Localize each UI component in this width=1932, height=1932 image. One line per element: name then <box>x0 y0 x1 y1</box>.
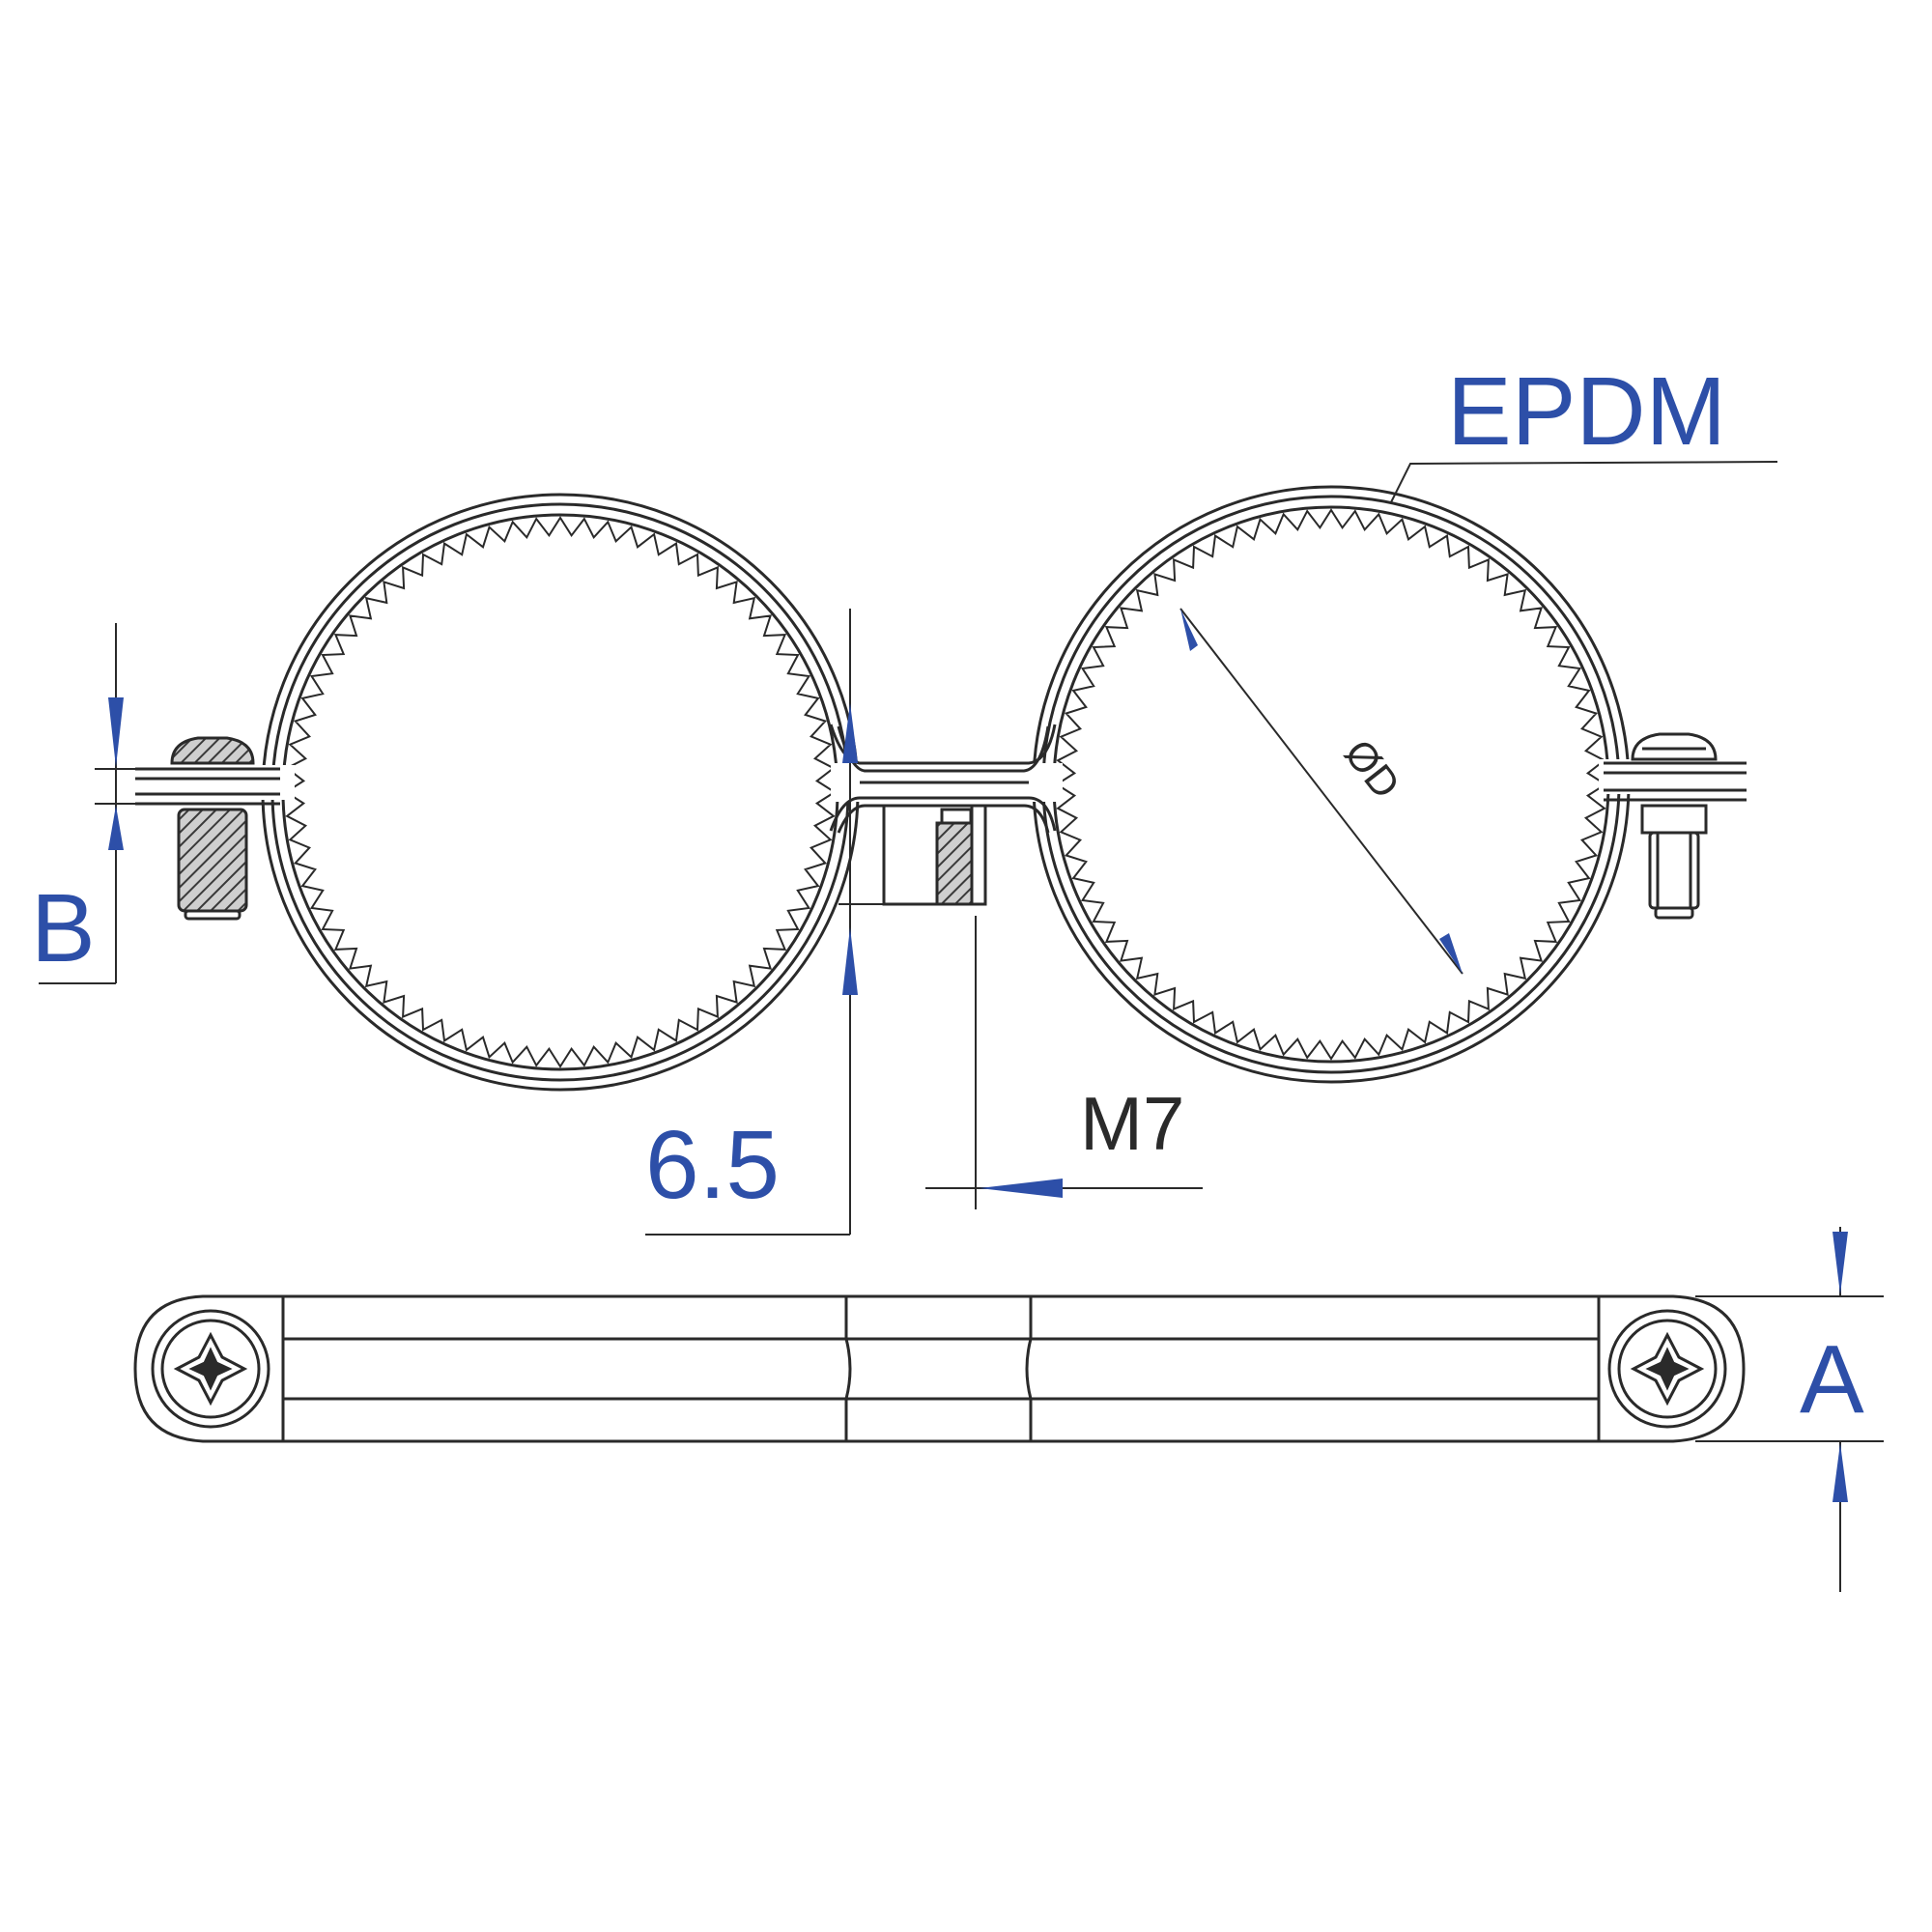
dimension-arrow-icon <box>1180 609 1198 651</box>
dimension-arrows <box>108 609 1848 1502</box>
strap-outline <box>133 1294 1746 1443</box>
thread-label: M7 <box>1080 1081 1184 1166</box>
right-clamp-ring <box>1032 485 1631 1084</box>
left-flange <box>135 767 280 806</box>
dimension-arrow-icon <box>108 697 124 767</box>
dimension-arrow-icon <box>1439 933 1463 974</box>
dimension-arrow-icon <box>108 806 124 850</box>
phillips-screw-head-icon <box>151 1309 270 1429</box>
dimension-arrow-icon <box>1833 1443 1848 1502</box>
material-label: EPDM <box>1447 357 1726 466</box>
right-flange <box>1604 761 1747 802</box>
height-a-label: A <box>1800 1325 1864 1434</box>
left-screw <box>170 736 255 921</box>
dimension-labels: EPDM ØD 6.5 M7 A B <box>31 357 1864 1434</box>
dimension-arrow-icon <box>1833 1232 1848 1294</box>
bottom-view <box>133 1294 1746 1443</box>
dimension-arrow-icon <box>980 1179 1063 1198</box>
left-clamp-ring <box>261 493 860 1092</box>
dimension-lines <box>39 461 1884 1592</box>
diameter-label: ØD <box>1336 731 1409 808</box>
phillips-screw-head-icon <box>1607 1309 1727 1429</box>
height-b-label: B <box>31 874 96 982</box>
left-epdm-liner <box>284 516 837 1068</box>
right-screw <box>1631 732 1718 920</box>
spacing-label: 6.5 <box>645 1111 780 1219</box>
top-view <box>135 485 1747 1092</box>
center-threaded-nut <box>882 804 987 906</box>
right-epdm-liner <box>1055 508 1607 1061</box>
diameter-dimension-line <box>1179 608 1463 975</box>
dimension-arrow-icon <box>842 927 858 995</box>
dimension-arrow-icon <box>842 703 858 763</box>
epdm-leader-line <box>1390 461 1778 503</box>
